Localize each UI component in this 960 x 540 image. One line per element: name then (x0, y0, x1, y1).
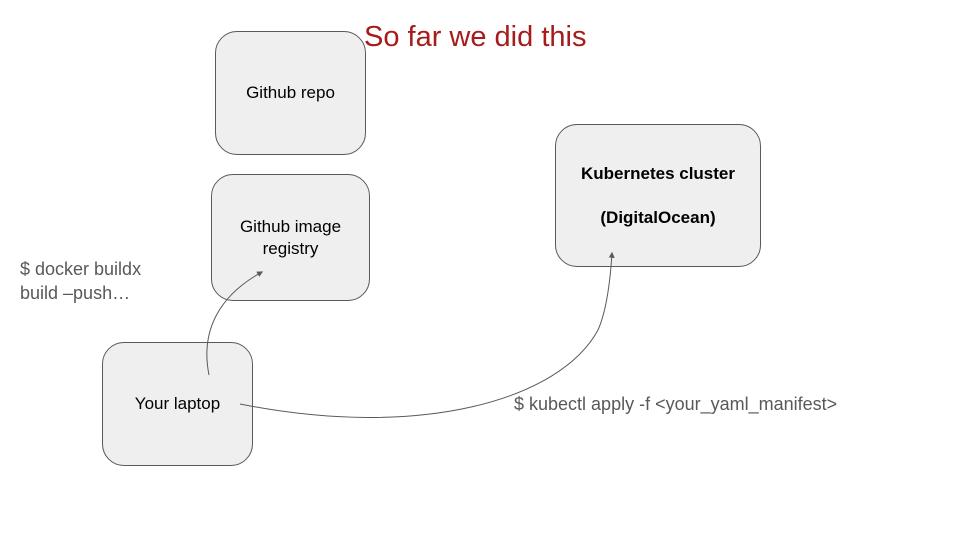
github-registry-node: Github image registry (211, 174, 370, 301)
docker-command-note: $ docker buildx build –push… (20, 257, 141, 305)
github-registry-label: Github image registry (239, 216, 342, 258)
kubectl-command-note: $ kubectl apply -f <your_yaml_manifest> (514, 394, 838, 414)
github-repo-label: Github repo (246, 83, 335, 102)
laptop-label: Your laptop (134, 394, 221, 413)
kubernetes-cluster-node: Kubernetes cluster (DigitalOcean) (555, 124, 761, 267)
docker-command-line-2: build –push… (20, 283, 131, 303)
docker-command-line-1: $ docker buildx (20, 259, 142, 279)
kubernetes-cluster-label: Kubernetes cluster (581, 163, 735, 183)
slide-title: So far we did this (364, 21, 587, 53)
github-repo-node: Github repo (215, 31, 366, 155)
laptop-node: Your laptop (102, 342, 253, 466)
digitalocean-label: (DigitalOcean) (600, 207, 716, 227)
